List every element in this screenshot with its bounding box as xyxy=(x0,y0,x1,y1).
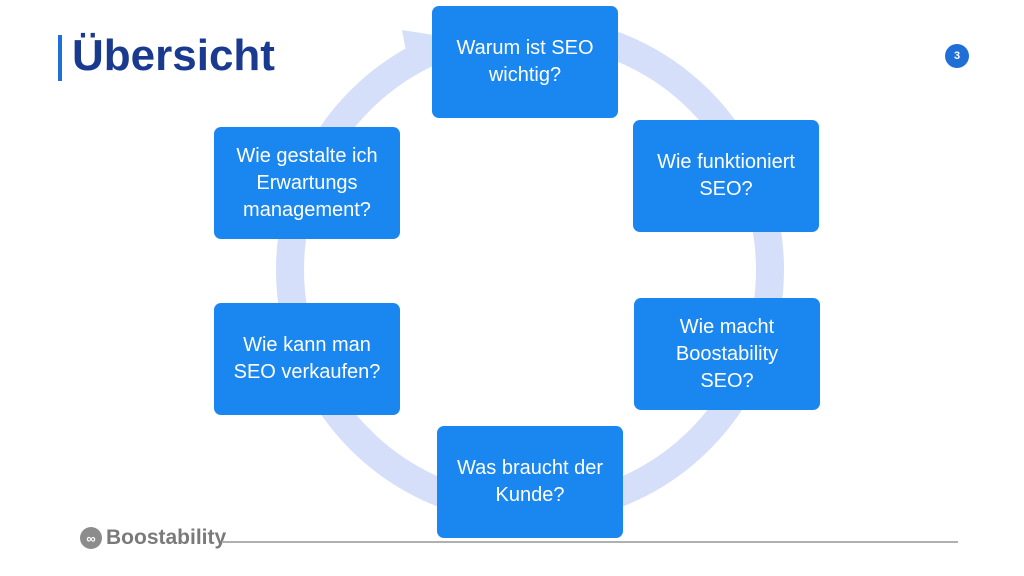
slide-title: Übersicht xyxy=(72,31,275,80)
cycle-step-sell-seo: Wie kann man SEO verkaufen? xyxy=(214,303,400,415)
boostability-logo-icon: ∞ xyxy=(80,527,102,549)
footer-divider xyxy=(222,541,958,543)
boostability-logo: ∞ Boostability xyxy=(80,526,226,550)
cycle-step-expectation-management: Wie gestalte ich Erwartungs management? xyxy=(214,127,400,239)
logo-text: Boostability xyxy=(106,526,227,549)
cycle-step-customer-needs: Was braucht der Kunde? xyxy=(437,426,623,538)
page-number-badge: 3 xyxy=(945,44,969,68)
cycle-step-why-seo: Warum ist SEO wichtig? xyxy=(432,6,618,118)
cycle-step-how-seo-works: Wie funktioniert SEO? xyxy=(633,120,819,232)
title-accent-bar xyxy=(58,35,62,81)
cycle-arrow-head xyxy=(402,30,440,72)
cycle-step-boostability-seo: Wie macht Boostability SEO? xyxy=(634,298,820,410)
